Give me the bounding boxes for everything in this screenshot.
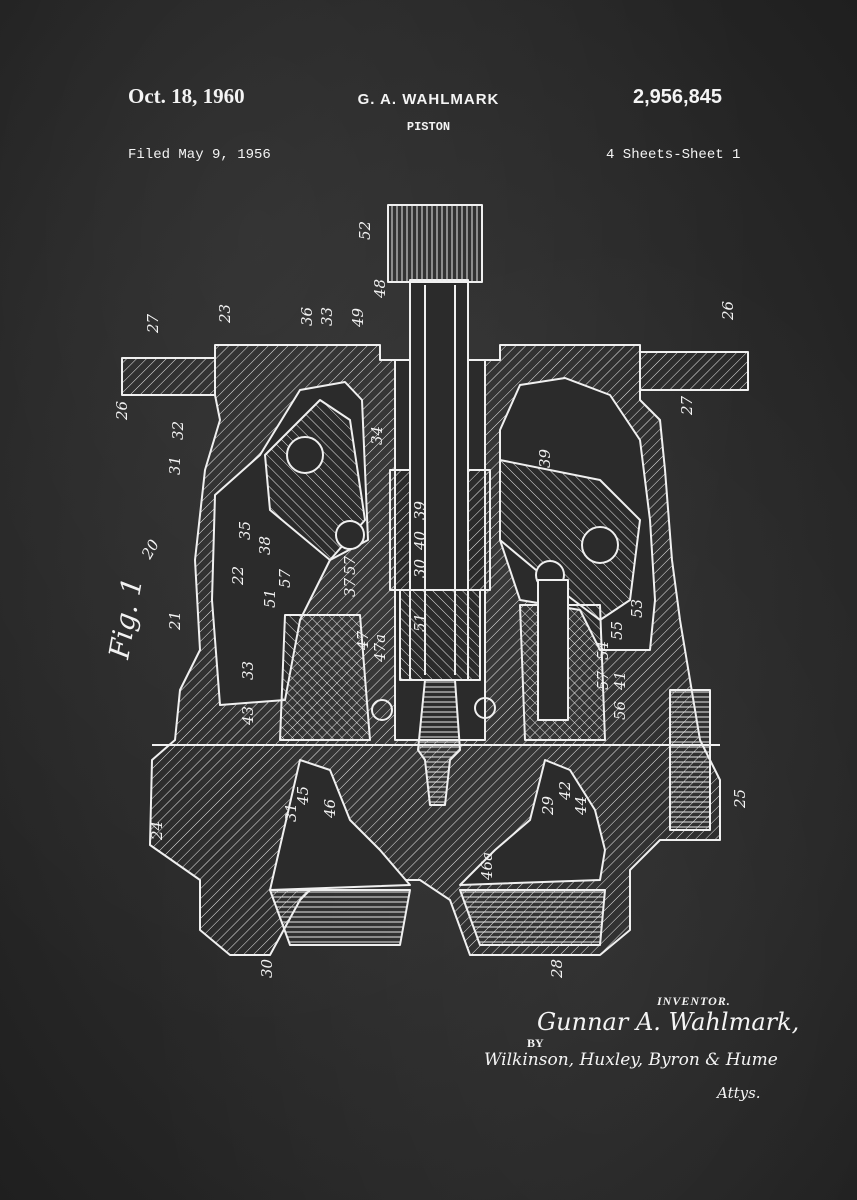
ref-numeral: 33: [239, 661, 257, 680]
ref-numeral: 33: [318, 307, 336, 326]
ref-numeral: 46: [321, 798, 339, 819]
attys-label: Attys.: [717, 1084, 761, 1102]
ref-numeral: 37: [341, 577, 359, 597]
ref-numeral: 38: [256, 536, 274, 555]
figure-label: Fig. 1: [102, 575, 149, 662]
ref-numeral: 21: [166, 611, 184, 631]
ref-numeral: 49: [349, 307, 367, 328]
side-bolt: [669, 689, 711, 831]
ref-numeral: 30: [411, 558, 429, 578]
ref-numeral: 53: [628, 599, 646, 618]
ref-numeral: 45: [294, 786, 312, 806]
patent-date: Oct. 18, 1960: [128, 84, 245, 108]
ref-numeral: 23: [216, 304, 234, 324]
left-bearing: [371, 699, 393, 721]
ref-numeral: 39: [536, 448, 554, 468]
knurled-knob: [387, 204, 483, 283]
left-ball-lower: [335, 520, 365, 550]
filed-date: Filed May 9, 1956: [128, 147, 271, 163]
right-plunger: [537, 579, 569, 721]
left-flange: [121, 357, 216, 396]
ref-numeral: 32: [169, 421, 187, 440]
right-port: [459, 759, 606, 886]
ref-numeral: 36: [298, 306, 316, 326]
ref-numeral: 42: [556, 781, 574, 801]
ref-numeral: 27: [144, 313, 162, 334]
ref-numeral: 48: [371, 279, 389, 299]
ref-numeral: 57: [276, 568, 294, 588]
left-fitting: [269, 889, 411, 946]
ref-numeral: 34: [368, 426, 386, 445]
by-label: BY: [527, 1036, 544, 1050]
bottom-screw: [417, 679, 461, 806]
piston: [399, 589, 481, 681]
ref-numeral: 35: [236, 521, 254, 540]
ref-numeral: 28: [548, 959, 566, 979]
ref-numeral: 27: [678, 395, 696, 416]
right-ball-upper: [581, 526, 619, 564]
ref-numeral: 51: [261, 589, 279, 608]
inventor-label: INVENTOR.: [657, 994, 731, 1008]
ref-numeral: 52: [356, 221, 374, 240]
ref-numeral: 57: [594, 670, 612, 690]
ref-numeral: 51: [411, 613, 429, 632]
right-bearing: [474, 697, 496, 719]
ref-numeral: 56: [611, 700, 629, 720]
left-swash-plate: [264, 399, 366, 561]
ref-numeral: 54: [594, 641, 612, 660]
left-ball-upper: [286, 436, 324, 474]
ref-numeral: 29: [539, 795, 557, 816]
ref-numeral: 25: [731, 789, 749, 809]
ref-numeral: 55: [608, 621, 626, 640]
patent-title: PISTON: [406, 120, 451, 134]
inventor-signature: Gunnar A. Wahlmark,: [537, 1008, 800, 1036]
left-cylinder-block: [279, 614, 371, 741]
ref-numeral: 47a: [371, 634, 389, 663]
ref-numeral: 31: [282, 803, 300, 822]
ref-numeral: 31: [166, 456, 184, 475]
ref-numeral: 41: [611, 671, 629, 691]
ref-numeral: 30: [258, 958, 276, 978]
ref-numeral: 57: [341, 555, 359, 575]
ref-numeral: 26: [113, 400, 131, 421]
ref-numeral: 43: [239, 706, 257, 726]
right-swash-plate: [499, 459, 641, 621]
sheet-count: 4 Sheets-Sheet 1: [606, 147, 741, 163]
ref-numeral: 39: [411, 500, 429, 520]
patent-number: 2,956,845: [633, 86, 722, 108]
inventor-name: G. A. WAHLMARK: [357, 91, 500, 108]
ref-numeral: 20: [137, 536, 163, 563]
ref-numeral: 22: [229, 566, 247, 586]
ref-numeral: 24: [148, 821, 166, 841]
ref-numeral: 47: [354, 630, 372, 651]
ref-numeral: 26: [719, 300, 737, 321]
right-fitting: [459, 889, 606, 946]
attorney-signature: Wilkinson, Huxley, Byron & Hume: [484, 1050, 778, 1070]
ref-numeral: 46a: [478, 852, 496, 881]
ref-numeral: 44: [572, 796, 590, 816]
ref-numeral: 40: [411, 530, 429, 551]
right-flange: [639, 351, 749, 391]
